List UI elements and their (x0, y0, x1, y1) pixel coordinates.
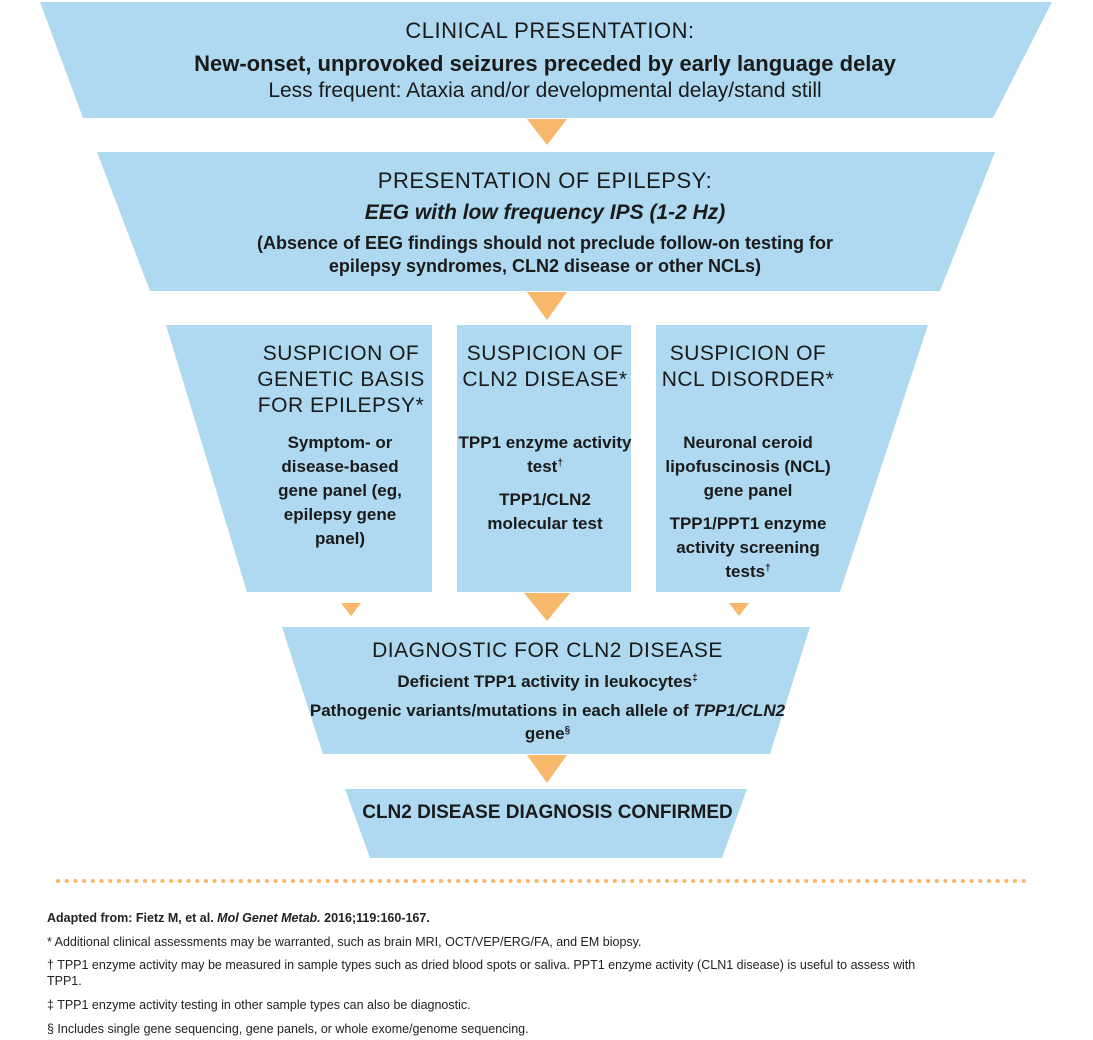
tier1-sub-text: Less frequent: Ataxia and/or development… (268, 79, 822, 102)
tier3-right-body-2: TPP1/PPT1 enzyme activity screening test… (658, 512, 838, 584)
tier3-left-heading: SUSPICION OF GENETIC BASIS FOR EPILEPSY* (257, 342, 425, 417)
footnote-source: Adapted from: Fietz M, et al. Mol Genet … (47, 910, 927, 926)
tier3-center-heading: SUSPICION OF CLN2 DISEASE* (462, 342, 628, 391)
arrow-3-left (341, 603, 361, 616)
source-suffix: 2016;119:160-167. (324, 911, 430, 925)
tier3-center-body-2: TPP1/CLN2 molecular test (487, 490, 603, 533)
tier3-right-heading: SUSPICION OF NCL DISORDER* (661, 342, 835, 391)
tier2-heading: PRESENTATION OF EPILEPSY: (377, 168, 713, 193)
tier4-gene-name: TPP1/CLN2 (693, 701, 786, 720)
tier5-confirmed-text: CLN2 DISEASE DIAGNOSIS CONFIRMED (362, 802, 733, 823)
arrow-2 (527, 292, 567, 320)
footnote-asterisk: * Additional clinical assessments may be… (47, 935, 642, 949)
arrow-1 (527, 119, 567, 145)
tier3-center-box (457, 325, 631, 592)
arrow-3-right (729, 603, 749, 616)
tier3-center-body-1-text: TPP1 enzyme activity test (458, 433, 632, 476)
tier3-left-body: Symptom- or disease-based gene panel (eg… (278, 433, 402, 548)
tier2-note: (Absence of EEG findings should not prec… (257, 233, 833, 276)
source-journal: Mol Genet Metab. (217, 911, 321, 925)
tier1-box (40, 2, 1052, 118)
tier5-box (345, 789, 747, 858)
tier3-left-box (166, 325, 432, 592)
section-mark: § (564, 725, 571, 736)
tier4-heading: DIAGNOSTIC FOR CLN2 DISEASE (372, 639, 723, 662)
footnote-double-dagger: ‡ TPP1 enzyme activity testing in other … (47, 998, 471, 1012)
dagger-mark: † (557, 458, 563, 469)
tier4-line-2-start: Pathogenic variants/mutations in each al… (309, 701, 689, 720)
tier1-heading: CLINICAL PRESENTATION: (405, 18, 695, 43)
source-prefix: Adapted from: Fietz M, et al. (47, 911, 214, 925)
footnote-dagger: † TPP1 enzyme activity may be measured i… (47, 958, 916, 988)
tier4-line-2: Pathogenic variants/mutations in each al… (300, 699, 795, 745)
tier4-line-2-end: gene (524, 724, 565, 743)
dagger-mark: † (765, 563, 771, 574)
tier4-line-1: Deficient TPP1 activity in leukocytes‡ (300, 670, 795, 694)
tier1-main-text: New-onset, unprovoked seizures preceded … (194, 51, 896, 76)
arrow-3-center (524, 593, 570, 621)
tier2-box (97, 152, 995, 291)
tier2-main-text: EEG with low frequency IPS (1-2 Hz) (364, 201, 726, 224)
tier3-right-box (656, 325, 928, 592)
tier3-right-body-1: Neuronal ceroid lipofuscinosis (NCL) gen… (665, 433, 831, 500)
arrow-4 (527, 755, 567, 783)
tier3-right-body-2-text: TPP1/PPT1 enzyme activity screening test… (669, 514, 827, 581)
tier4-line-1-text: Deficient TPP1 activity in leukocytes (397, 672, 693, 691)
tier3-center-body-1: TPP1 enzyme activity test† (458, 431, 632, 479)
double-dagger-mark: ‡ (692, 673, 698, 684)
tier4-box (282, 627, 810, 754)
footnote-section: § Includes single gene sequencing, gene … (47, 1022, 529, 1036)
